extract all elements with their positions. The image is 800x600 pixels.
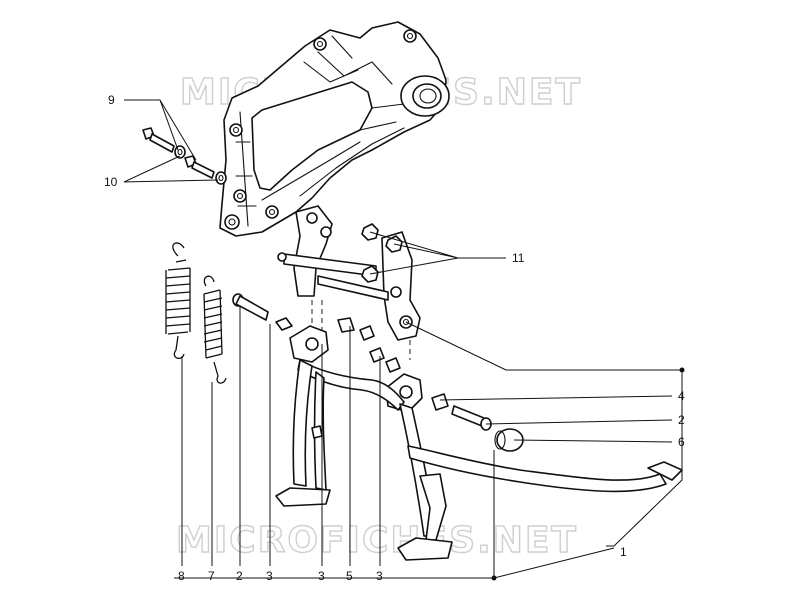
callout-8: 8 bbox=[178, 569, 185, 583]
bushing-3-right bbox=[369, 347, 401, 373]
callout-1: 1 bbox=[620, 545, 627, 559]
engine-bracket bbox=[219, 21, 450, 237]
callout-3-b: 3 bbox=[318, 569, 325, 583]
bushing-3-mid bbox=[337, 317, 355, 333]
callout-4: 4 bbox=[678, 389, 685, 403]
callout-9: 9 bbox=[108, 93, 115, 107]
callout-11: 11 bbox=[512, 251, 525, 265]
bushing-3-left bbox=[275, 317, 293, 331]
callout-5: 5 bbox=[346, 569, 353, 583]
callout-6: 6 bbox=[678, 435, 685, 449]
callout-7: 7 bbox=[208, 569, 215, 583]
callout-3-c: 3 bbox=[376, 569, 383, 583]
callout-2-right: 2 bbox=[678, 413, 685, 427]
bushing-5 bbox=[359, 325, 375, 341]
callout-3-a: 3 bbox=[266, 569, 273, 583]
return-spring-8 bbox=[165, 242, 191, 359]
return-spring-7 bbox=[203, 275, 227, 384]
bolt-9-lower bbox=[184, 155, 215, 179]
leader-lines bbox=[123, 99, 683, 579]
callout-10: 10 bbox=[104, 175, 118, 189]
center-stand bbox=[275, 325, 683, 561]
pin-2-right bbox=[451, 405, 492, 431]
pivot-pin-2 bbox=[232, 293, 269, 321]
washer-10-lower bbox=[215, 171, 227, 185]
bushing-4 bbox=[431, 393, 449, 411]
bolt-9-upper bbox=[142, 127, 175, 153]
watermark-bottom: MICROFICHES.NET bbox=[176, 520, 578, 561]
callout-2-bottom: 2 bbox=[236, 569, 243, 583]
leader-dots bbox=[491, 367, 685, 581]
